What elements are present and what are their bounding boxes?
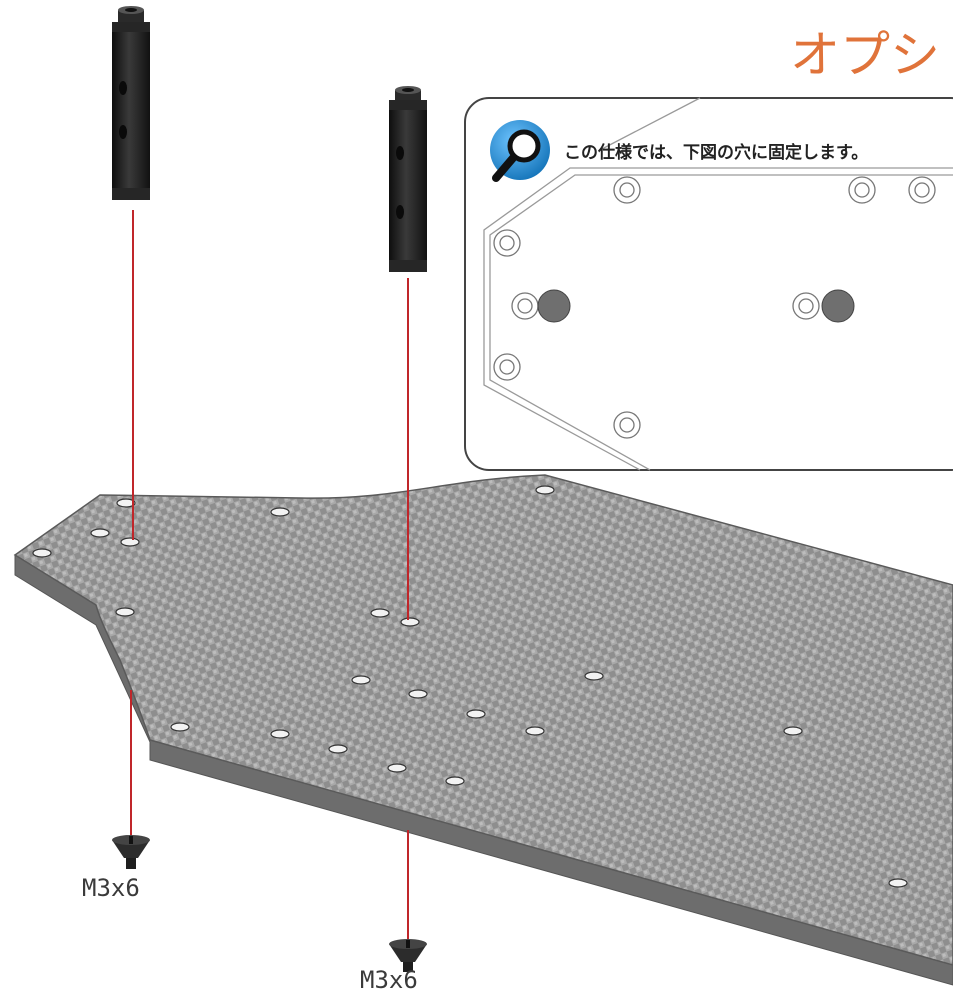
mounting-hole-left bbox=[537, 289, 571, 323]
callout-text: この仕様では、下図の穴に固定します。 bbox=[564, 142, 868, 163]
callout-detail-outline bbox=[483, 97, 953, 471]
plate-holes bbox=[32, 485, 908, 888]
callout-hole-markers bbox=[493, 176, 936, 439]
page-title: オプシ bbox=[790, 27, 940, 83]
screw-label-left: M3x6 bbox=[82, 874, 140, 902]
guide-lines bbox=[130, 210, 409, 940]
mounting-hole-right bbox=[821, 289, 855, 323]
carbon-chassis-plate bbox=[13, 474, 953, 986]
screw-label-right: M3x6 bbox=[360, 966, 418, 994]
magnifier-icon bbox=[490, 120, 550, 182]
screw-right bbox=[389, 939, 427, 972]
standoff-post-right bbox=[389, 86, 427, 272]
callout-box bbox=[464, 97, 953, 471]
screw-left bbox=[112, 835, 150, 869]
standoff-post-left bbox=[112, 6, 150, 200]
